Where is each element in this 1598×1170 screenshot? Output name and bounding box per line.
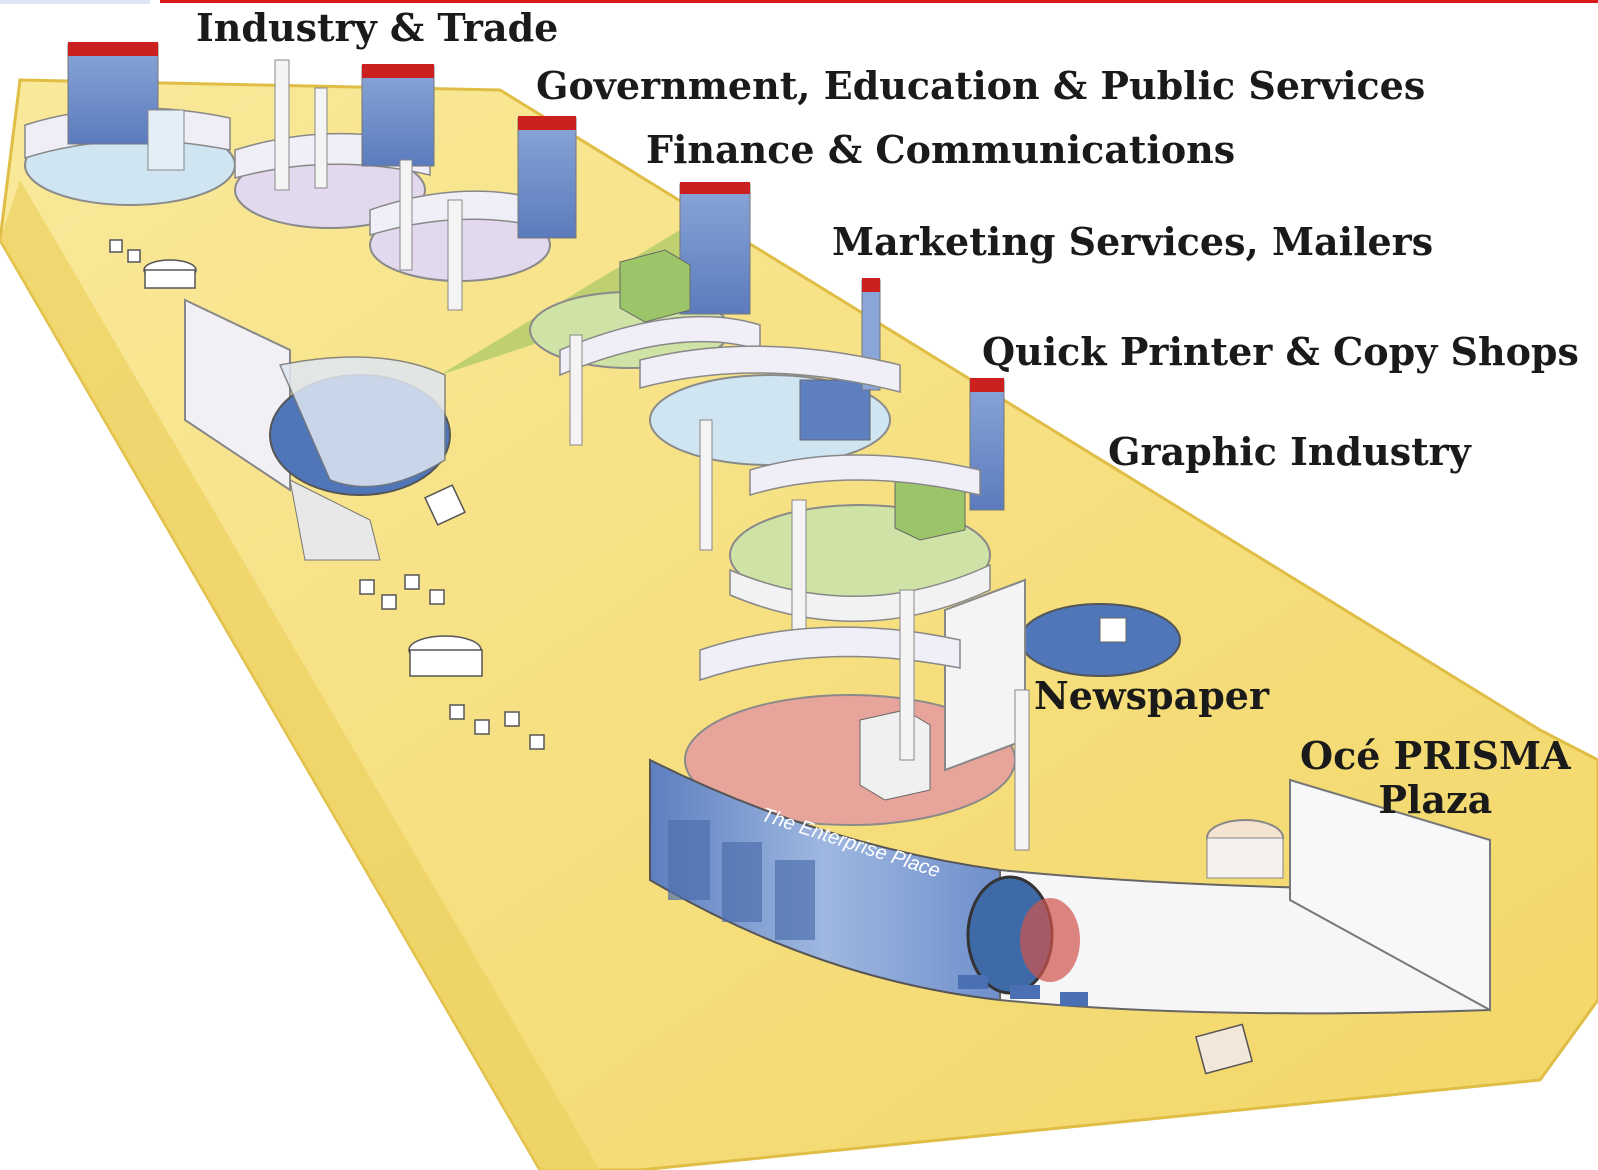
floor-side-edge [0, 180, 600, 1170]
top-rule [160, 0, 1598, 3]
label-quick-printer: Quick Printer & Copy Shops [982, 329, 1579, 374]
label-oce-line1: Océ PRISMA [1300, 733, 1571, 778]
oce-prisma-plaza-area [1206, 778, 1491, 1012]
label-industry-trade: Industry & Trade [196, 5, 559, 50]
booth-industry-trade [24, 42, 236, 206]
booth-finance [369, 116, 577, 311]
label-graphic-industry: Graphic Industry [1108, 429, 1471, 474]
booth-government [234, 59, 435, 229]
label-oce-line2: Plaza [1378, 776, 1493, 822]
label-newspaper: Newspaper [1034, 673, 1269, 718]
label-oce-prisma-plaza: Océ PRISMA Plaza [1300, 734, 1571, 821]
top-rule-left [0, 0, 150, 4]
booth-newspaper [684, 578, 1030, 851]
booth-marketing [529, 182, 761, 446]
label-government: Government, Education & Public Services [536, 63, 1426, 108]
label-marketing: Marketing Services, Mailers [832, 219, 1434, 264]
label-finance: Finance & Communications [646, 127, 1236, 172]
booth-graphic-industry [729, 378, 1005, 641]
booth-newspaper-oval [1019, 603, 1181, 677]
theater-area [184, 298, 451, 561]
floor-markers [958, 975, 1088, 1006]
seating-clusters [109, 239, 1254, 1075]
booth-quick-printer [639, 278, 901, 551]
